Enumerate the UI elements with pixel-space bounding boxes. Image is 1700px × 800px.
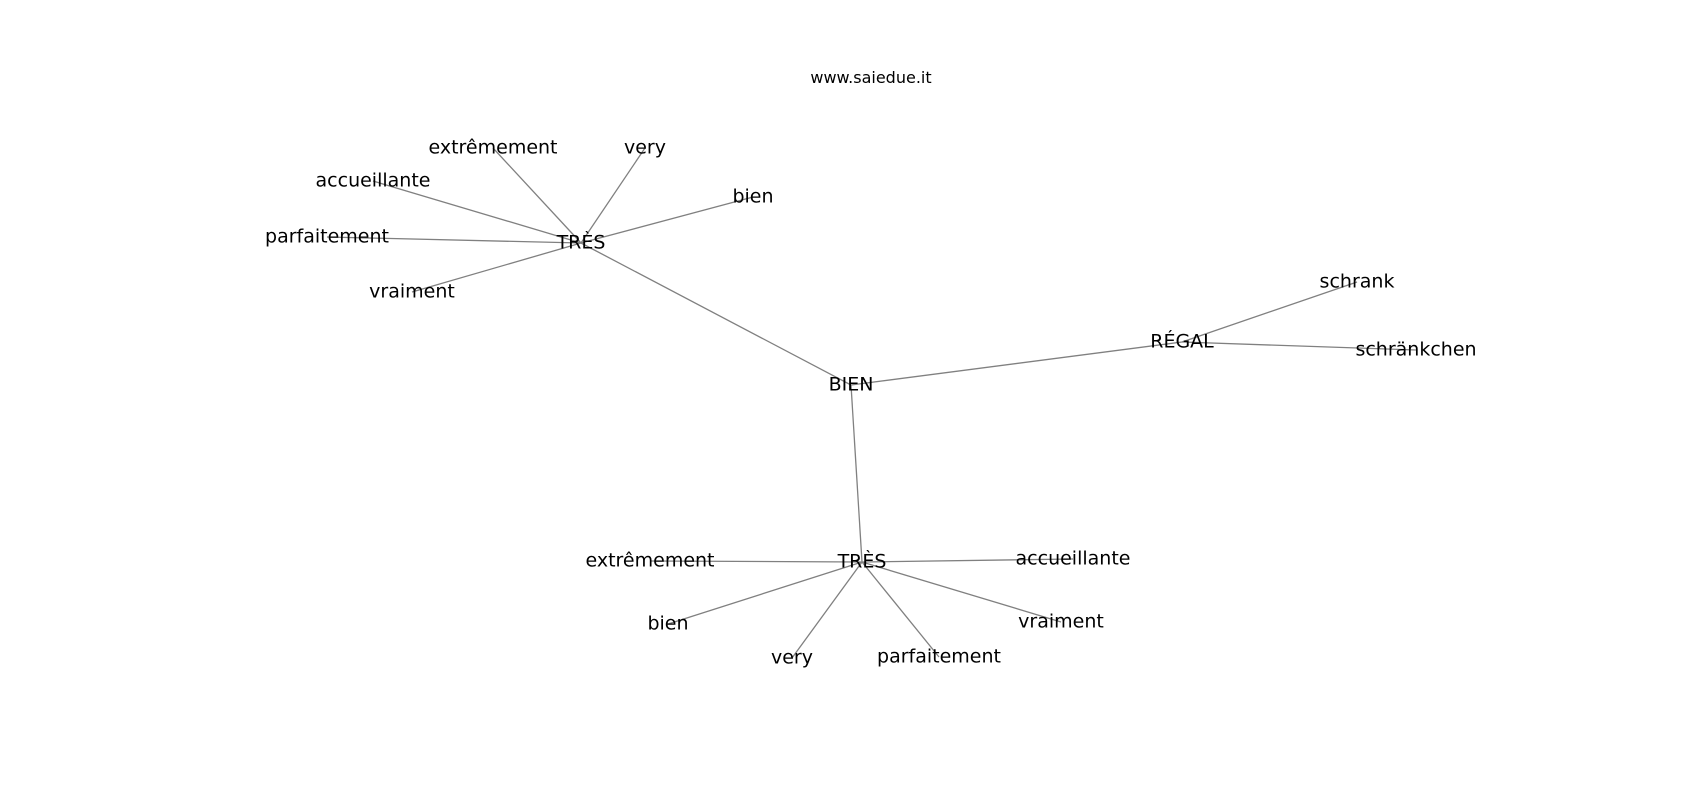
node-top-parfaitement: parfaitement <box>265 225 389 248</box>
node-bottom-accueillante: accueillante <box>1015 547 1131 570</box>
node-tres-top: TRÈS <box>556 231 606 254</box>
edge-bien_root-tres_bottom <box>850 384 863 563</box>
edge-tres_bottom-t2_parfaitement <box>861 561 940 658</box>
edge-tres_bottom-t2_vraiment <box>861 561 1062 623</box>
node-bottom-parfaitement: parfaitement <box>877 645 1001 668</box>
node-regal: RÉGAL <box>1150 330 1214 353</box>
node-bien-root: BIEN <box>828 373 874 396</box>
edge-regal-r_schraenkchen <box>1181 341 1417 351</box>
node-tres-bottom: TRÈS <box>837 550 887 573</box>
edge-regal-r_schrank <box>1181 281 1358 343</box>
node-bottom-vraiment: vraiment <box>1018 610 1104 633</box>
edge-tres_top-t1_accueillante <box>372 180 582 244</box>
edge-tres_top-t1_bien <box>580 196 754 244</box>
node-bottom-very: very <box>771 646 813 669</box>
edge-tres_bottom-t2_bien <box>667 561 863 625</box>
edge-tres_top-t1_extremement <box>492 147 582 244</box>
node-top-accueillante: accueillante <box>315 169 431 192</box>
edge-tres_top-t1_vraiment <box>411 242 582 293</box>
node-top-bien: bien <box>732 185 774 208</box>
node-regal-schraenkchen: schränkchen <box>1355 338 1477 361</box>
node-bottom-extremement: extrêmement <box>585 549 715 572</box>
website-label: www.saiedue.it <box>810 68 932 87</box>
node-top-extremement: extrêmement <box>428 136 558 159</box>
edge-tres_bottom-t2_extremement <box>649 560 863 563</box>
edge-bien_root-tres_top <box>580 242 852 386</box>
edge-tres_top-t1_parfaitement <box>326 236 582 244</box>
edge-tres_top-t1_very <box>580 147 646 244</box>
node-regal-schrank: schrank <box>1319 270 1395 293</box>
edge-tres_bottom-t2_very <box>791 561 863 659</box>
edge-group <box>326 147 1417 659</box>
edge-tres_bottom-t2_accueillante <box>861 558 1074 563</box>
node-top-very: very <box>624 136 666 159</box>
node-bottom-bien: bien <box>647 612 689 635</box>
edge-bien_root-regal <box>850 341 1183 386</box>
node-top-vraiment: vraiment <box>369 280 455 303</box>
